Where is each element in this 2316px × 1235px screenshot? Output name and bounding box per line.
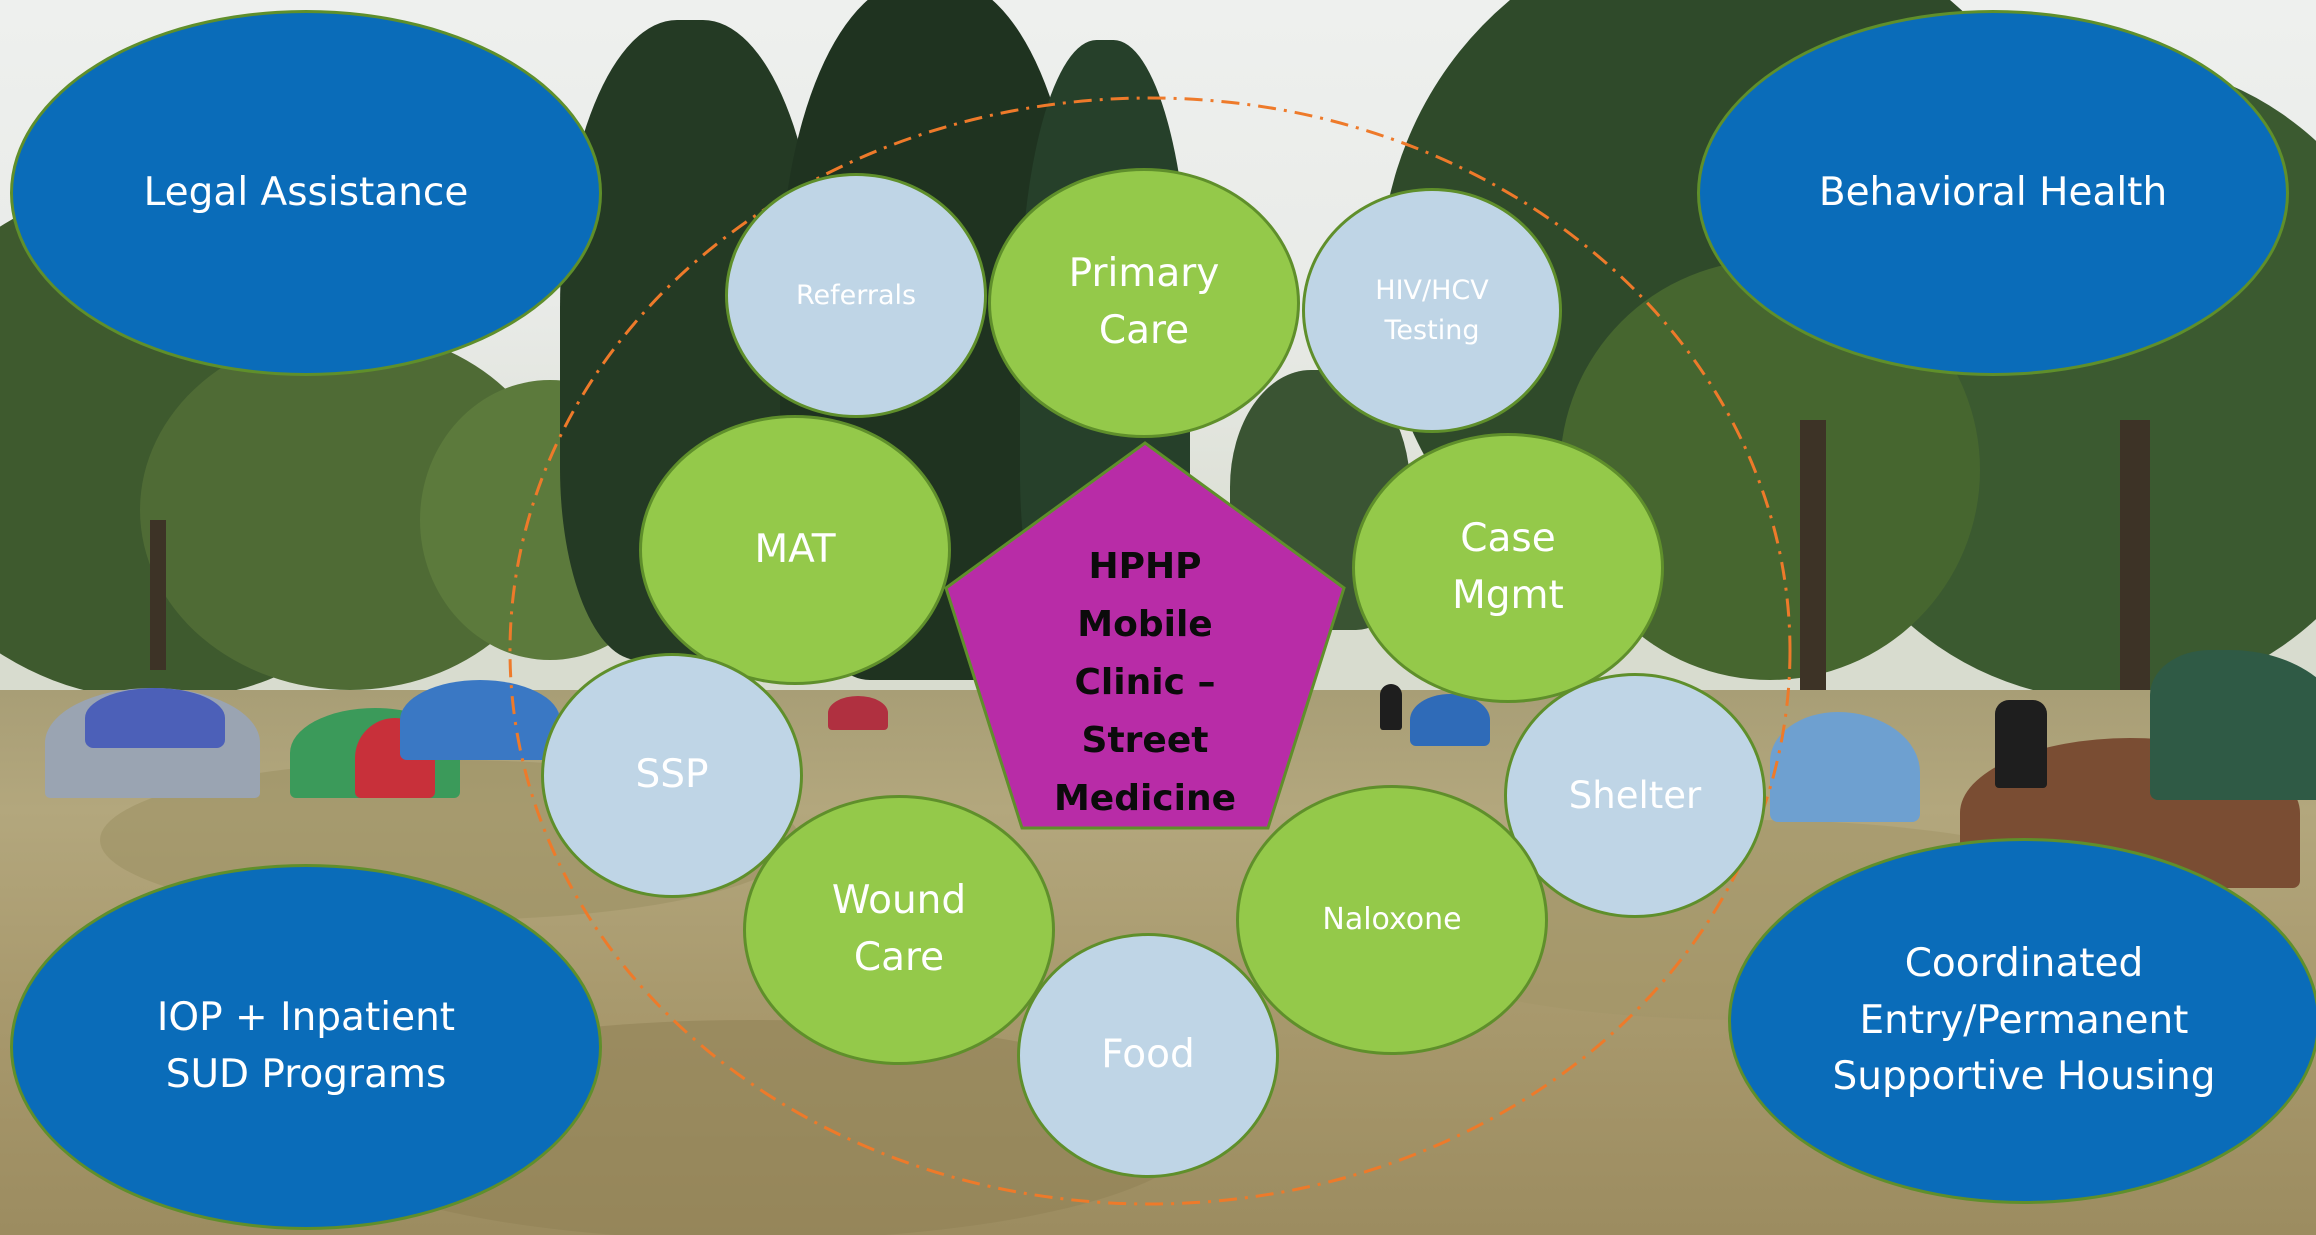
tent-small-red <box>828 696 888 730</box>
coordinated-entry-label: Coordinated Entry/Permanent Supportive H… <box>1832 941 2216 1100</box>
tent-green-tarp <box>2150 650 2316 800</box>
tent-blue-right <box>1770 712 1920 822</box>
legal-assistance-label: Legal Assistance <box>143 169 469 215</box>
iop-inpatient-label: IOP + Inpatient SUD Programs <box>156 995 456 1097</box>
iop-inpatient-node: IOP + Inpatient SUD Programs <box>10 864 602 1230</box>
tent-blue-top <box>85 688 225 748</box>
hiv-hcv-testing-label: HIV/HCV Testing <box>1375 275 1489 346</box>
person-silhouette <box>1995 700 2047 788</box>
naloxone-label: Naloxone <box>1322 902 1462 938</box>
tent-small-blue <box>1410 694 1490 746</box>
center-clinic-text: HPHP Mobile Clinic – Street Medicine <box>1053 546 1237 819</box>
legal-assistance-node: Legal Assistance <box>10 10 602 376</box>
shelter-node: Shelter <box>1504 673 1766 918</box>
case-mgmt-node: Case Mgmt <box>1352 433 1664 703</box>
behavioral-health-label: Behavioral Health <box>1818 169 2168 215</box>
referrals-node: Referrals <box>725 173 987 418</box>
center-clinic-label: HPHP Mobile Clinic – Street Medicine <box>1040 538 1250 828</box>
coordinated-entry-node: Coordinated Entry/Permanent Supportive H… <box>1728 838 2316 1204</box>
naloxone-node: Naloxone <box>1236 785 1548 1055</box>
dashed-ring-path <box>508 96 1792 1206</box>
ssp-node: SSP <box>541 653 803 898</box>
person-silhouette <box>1380 684 1402 730</box>
wound-care-label: Wound Care <box>831 878 967 980</box>
center-pentagon-shape <box>944 441 1346 830</box>
food-label: Food <box>1101 1032 1195 1078</box>
trunk-left <box>150 520 166 670</box>
trunk-right <box>1800 420 1826 720</box>
shelter-label: Shelter <box>1568 773 1702 817</box>
mat-label: MAT <box>754 526 836 572</box>
trunk-right-2 <box>2120 420 2150 720</box>
case-mgmt-label: Case Mgmt <box>1452 516 1564 618</box>
food-node: Food <box>1017 933 1279 1178</box>
referrals-label: Referrals <box>795 279 917 311</box>
behavioral-health-node: Behavioral Health <box>1697 10 2289 376</box>
hiv-hcv-testing-node: HIV/HCV Testing <box>1302 188 1562 433</box>
wound-care-node: Wound Care <box>743 795 1055 1065</box>
primary-care-node: Primary Care <box>988 168 1300 438</box>
mat-node: MAT <box>639 415 951 685</box>
tent-blue-mid <box>400 680 560 760</box>
primary-care-label: Primary Care <box>1068 251 1220 353</box>
ssp-label: SSP <box>635 752 709 798</box>
